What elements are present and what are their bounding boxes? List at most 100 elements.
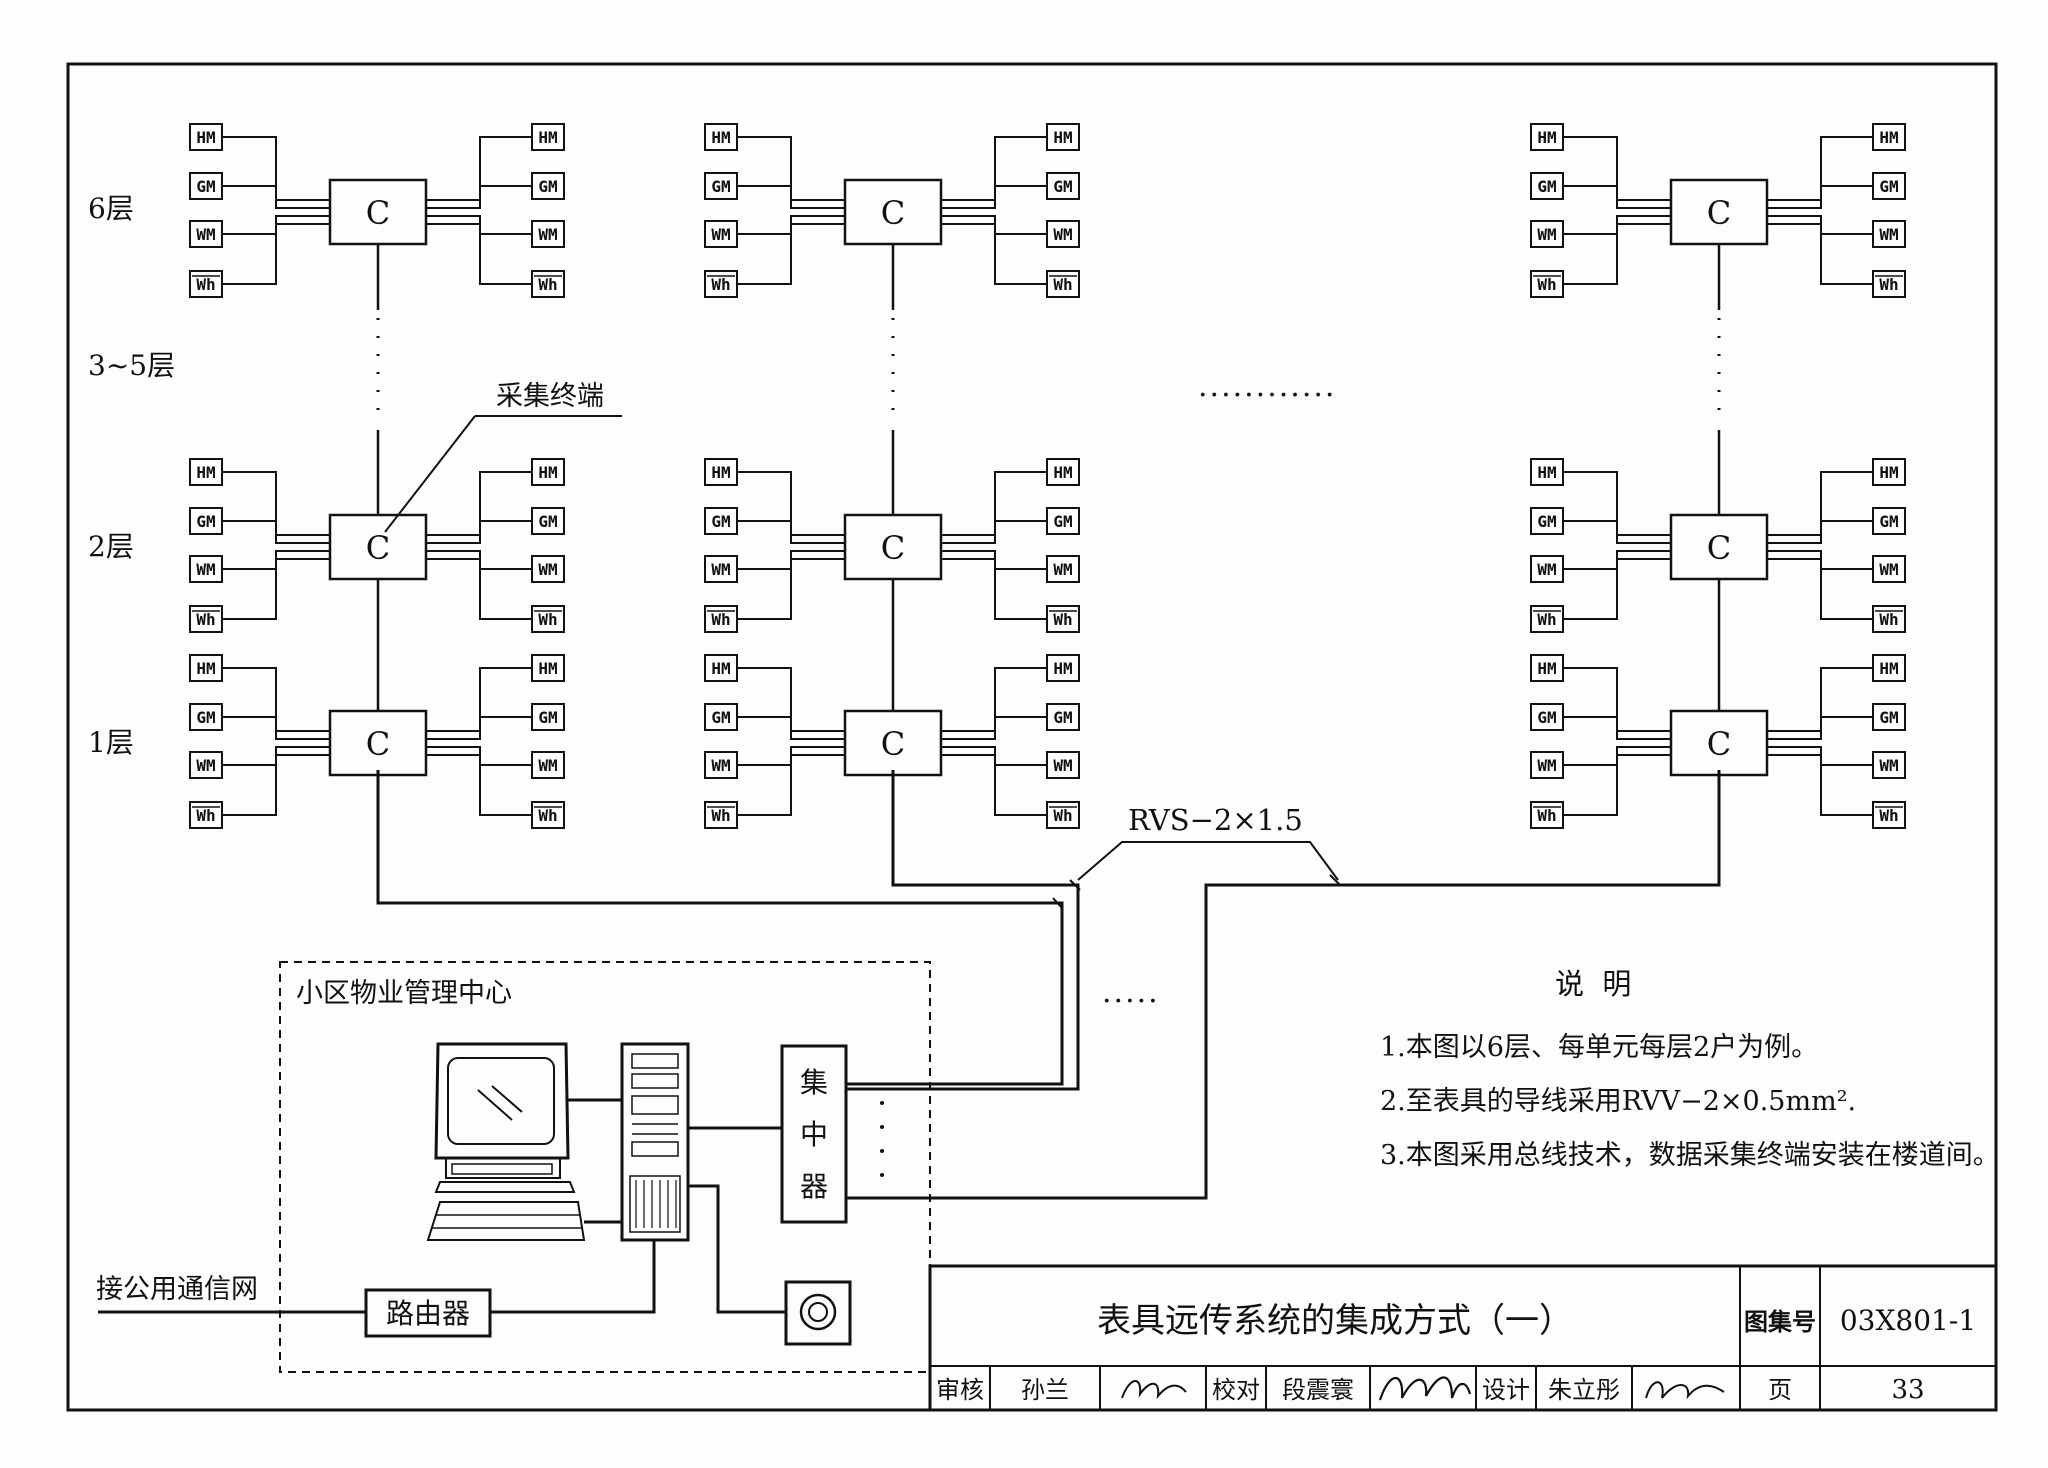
collector-box: [843, 513, 943, 581]
title-block: [928, 1264, 1998, 1412]
checker-name: 段震寰: [1282, 1376, 1354, 1404]
collector-terminal-label: 采集终端: [496, 381, 604, 412]
meter-gm-label: GM: [1879, 177, 1898, 196]
meter-gm-label: GM: [1537, 708, 1556, 727]
meter-gm-label: GM: [1879, 512, 1898, 531]
meter-wire: [941, 520, 1047, 544]
collector-label: C: [1707, 194, 1731, 232]
meter-wire: [737, 471, 845, 536]
meter-gm-label: GM: [711, 512, 730, 531]
designer-signature: [1645, 1381, 1725, 1400]
meter-wire: [222, 136, 330, 201]
meter-wire: [1563, 754, 1671, 816]
collector-label: C: [1707, 529, 1731, 567]
concentrator-port-dots: [880, 1101, 884, 1177]
meter-wire: [737, 520, 845, 544]
meter-gm-label: GM: [711, 708, 730, 727]
meter-wire: [1563, 185, 1671, 209]
meter-wire: [1767, 136, 1873, 201]
meter-wire: [426, 716, 532, 740]
meter-gm-label: GM: [196, 708, 215, 727]
meter-wh-label: Wh: [538, 806, 557, 825]
meter-wire: [941, 471, 1047, 536]
concentrator-char-3: 器: [800, 1170, 828, 1203]
atlas-number-label: 图集号: [1744, 1307, 1816, 1336]
meter-wire: [941, 667, 1047, 732]
meter-hm-label: HM: [196, 128, 215, 147]
meter-wire: [426, 471, 532, 536]
meter-wire: [1563, 558, 1671, 620]
collector-label: C: [366, 725, 390, 763]
router-label: 路由器: [386, 1297, 470, 1330]
page-label: 页: [1768, 1376, 1792, 1404]
meter-wire: [222, 716, 330, 740]
meter-wire: [1767, 223, 1873, 285]
checker-signature: [1378, 1376, 1472, 1401]
review-label: 审核: [936, 1376, 984, 1404]
meter-gm-label: GM: [196, 177, 215, 196]
meter-gm-label: GM: [711, 177, 730, 196]
meter-wm-label: WM: [711, 560, 730, 579]
meter-gm-label: GM: [1537, 512, 1556, 531]
meter-wire: [426, 136, 532, 201]
collector-box: [1669, 513, 1769, 581]
meter-wm-label: WM: [538, 225, 557, 244]
collector-label: C: [881, 725, 905, 763]
meter-wire: [1563, 667, 1671, 732]
public-network-label: 接公用通信网: [96, 1274, 258, 1305]
collector-label: C: [366, 529, 390, 567]
meter-wh-label: Wh: [196, 806, 215, 825]
meter-wire: [737, 754, 845, 816]
meter-wm-label: WM: [1537, 560, 1556, 579]
meter-wm-label: WM: [1879, 756, 1898, 775]
meter-wire: [737, 667, 845, 732]
meter-wire: [1563, 471, 1671, 536]
meter-wire: [941, 223, 1047, 285]
meter-gm-label: GM: [538, 512, 557, 531]
collector-box: [328, 178, 428, 246]
meter-wire: [222, 667, 330, 732]
meter-wire: [941, 754, 1047, 816]
meter-wh-label: Wh: [1053, 610, 1072, 629]
meter-wh-label: Wh: [538, 610, 557, 629]
note-1: 1.本图以6层、每单元每层2户为例。: [1380, 1032, 1818, 1063]
cable-label: RVS−2×1.5: [1128, 803, 1303, 837]
meter-wire: [737, 136, 845, 201]
meter-wm-label: WM: [196, 225, 215, 244]
meter-wire: [426, 558, 532, 620]
meter-hm-label: HM: [538, 463, 557, 482]
meter-wire: [737, 716, 845, 740]
meter-wm-label: WM: [1537, 756, 1556, 775]
meter-wh-label: Wh: [1879, 806, 1898, 825]
atlas-number: 03X801-1: [1840, 1304, 1976, 1337]
meter-wire: [941, 185, 1047, 209]
meter-wm-label: WM: [538, 756, 557, 775]
note-3: 3.本图采用总线技术，数据采集终端安装在楼道间。: [1380, 1140, 2000, 1171]
meter-gm-label: GM: [1053, 708, 1072, 727]
cable-label-leader: [1077, 841, 1339, 881]
notes-heading: 说 明: [1555, 967, 1631, 1001]
keyboard-icon: [426, 1201, 586, 1241]
floor-label-3-5: 3~5层: [88, 349, 175, 382]
meter-wh-label: Wh: [1053, 275, 1072, 294]
meter-gm-label: GM: [1879, 708, 1898, 727]
meter-wh-label: Wh: [196, 610, 215, 629]
floor-label-1: 1层: [88, 726, 134, 759]
meter-wire: [1767, 716, 1873, 740]
meter-gm-label: GM: [1537, 177, 1556, 196]
collector-box: [843, 178, 943, 246]
meter-wh-label: Wh: [1537, 806, 1556, 825]
meter-gm-label: GM: [196, 512, 215, 531]
monitor-icon: [434, 1042, 576, 1193]
meter-hm-label: HM: [1537, 128, 1556, 147]
meter-wire: [1563, 136, 1671, 201]
meter-wire: [222, 223, 330, 285]
meter-wire: [1563, 520, 1671, 544]
meter-wire: [1767, 185, 1873, 209]
meter-wm-label: WM: [196, 756, 215, 775]
meter-wm-label: WM: [711, 756, 730, 775]
callout-leader: [384, 415, 476, 533]
meter-gm-label: GM: [1053, 512, 1072, 531]
